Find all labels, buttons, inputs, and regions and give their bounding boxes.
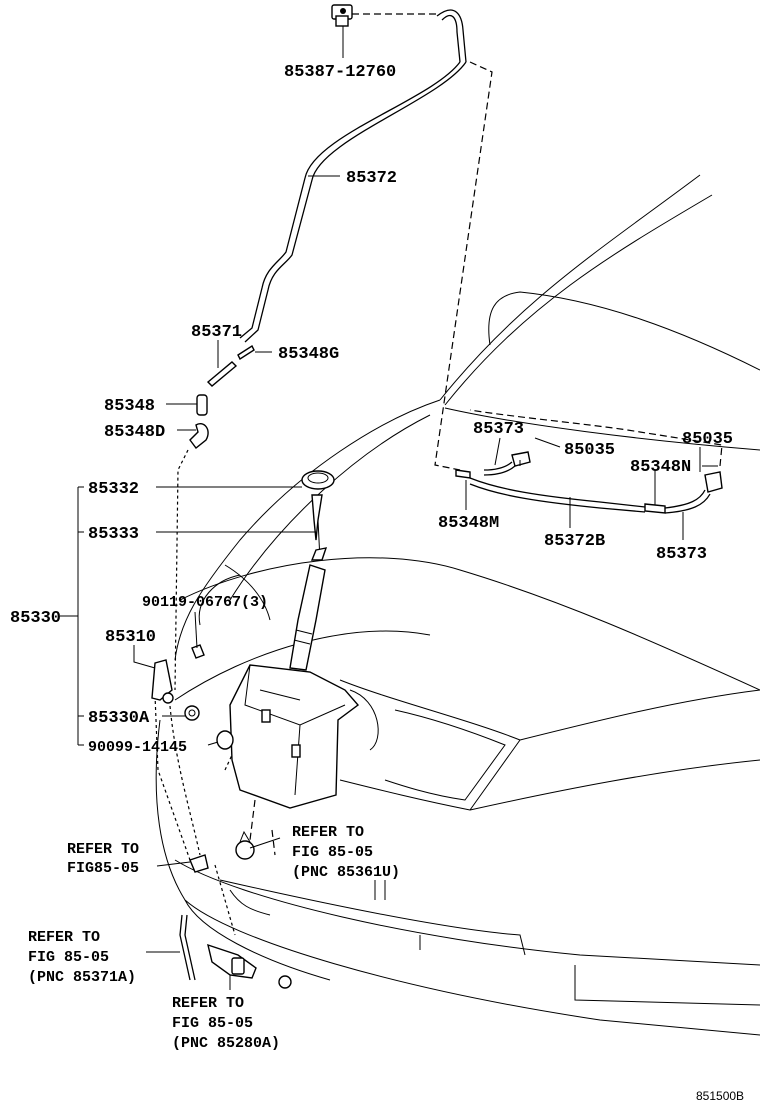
ref3-line1: REFER TO — [28, 929, 100, 946]
ref2-line3: (PNC 85361U) — [292, 864, 400, 881]
washer-hose-85372 — [239, 9, 467, 343]
joint-85348d — [189, 423, 209, 449]
pipe-85371 — [206, 361, 238, 387]
leader-lines — [60, 26, 718, 990]
washer-tank — [229, 664, 360, 809]
ref1-line2: FIG85-05 — [67, 860, 139, 877]
label-85348n: 85348N — [630, 458, 691, 477]
ref2-line2: FIG 85-05 — [292, 844, 373, 861]
label-85330: 85330 — [10, 609, 61, 628]
nozzle-85387 — [331, 4, 353, 27]
pump-85310 — [151, 659, 174, 704]
ref3-line2: FIG 85-05 — [28, 949, 109, 966]
label-85373-lower: 85373 — [656, 545, 707, 564]
clip-ref-85361u — [235, 830, 255, 860]
nut-bottom — [278, 975, 292, 989]
joint-85348g — [237, 344, 255, 361]
bracket-left — [189, 854, 209, 873]
check-valve-85348 — [196, 394, 208, 416]
label-85330a: 85330A — [88, 709, 150, 728]
label-85332: 85332 — [88, 480, 139, 499]
bolt-90119 — [191, 644, 205, 659]
reference-notes: REFER TO FIG85-05 REFER TO FIG 85-05 (PN… — [28, 824, 400, 1052]
label-85348d: 85348D — [104, 423, 165, 442]
motor-ref-85280a — [207, 943, 257, 979]
hose-routing-dashed-lines — [154, 13, 723, 936]
label-85371: 85371 — [191, 323, 242, 342]
washer-hose-85372b — [469, 461, 711, 514]
cap-85332 — [301, 470, 335, 490]
nozzle-85035-left — [511, 451, 531, 467]
label-85372b: 85372B — [544, 532, 605, 551]
ref4-line2: FIG 85-05 — [172, 1015, 253, 1032]
nozzle-85035-right — [704, 471, 723, 493]
gasket-90099 — [216, 730, 234, 750]
grommet-85330a — [184, 705, 200, 721]
vehicle-body-outline — [155, 174, 760, 1036]
ref4-line3: (PNC 85280A) — [172, 1035, 280, 1052]
ref1-line1: REFER TO — [67, 841, 139, 858]
label-85387-12760: 85387-12760 — [284, 63, 396, 82]
label-85333: 85333 — [88, 525, 139, 544]
label-85348m: 85348M — [438, 514, 499, 533]
diagram-code: 851500B — [696, 1089, 744, 1103]
label-85035-left: 85035 — [564, 441, 615, 460]
label-90119-06767: 90119-06767(3) — [142, 594, 268, 611]
part-labels: 85387-12760 85372 85371 85348G 85348 853… — [10, 63, 733, 756]
label-90099-14145: 90099-14145 — [88, 739, 187, 756]
label-85348g: 85348G — [278, 345, 339, 364]
label-85310: 85310 — [105, 628, 156, 647]
joint-85348n — [644, 503, 666, 514]
hose-ref-85371a — [179, 914, 196, 981]
ref3-line3: (PNC 85371A) — [28, 969, 136, 986]
label-85035-right: 85035 — [682, 430, 733, 449]
label-85373-upper: 85373 — [473, 420, 524, 439]
filler-neck — [289, 564, 326, 671]
label-85372: 85372 — [346, 169, 397, 188]
label-85348: 85348 — [104, 397, 155, 416]
joint-85348m — [455, 469, 471, 479]
level-gauge-85333 — [310, 494, 328, 561]
ref4-line1: REFER TO — [172, 995, 244, 1012]
ref2-line1: REFER TO — [292, 824, 364, 841]
